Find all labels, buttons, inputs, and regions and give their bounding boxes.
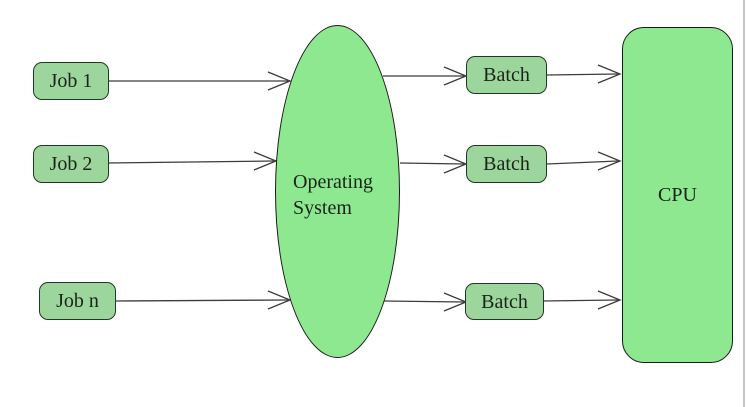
operating-system-label: Operating System: [293, 169, 373, 221]
arrow-batch2-to-cpu: [546, 151, 622, 171]
node-cpu: CPU: [622, 27, 733, 363]
node-batch-3-label: Batch: [481, 290, 528, 313]
page-edge-line: [743, 0, 745, 407]
node-cpu-label: CPU: [658, 184, 697, 206]
node-job-2: Job 2: [33, 145, 109, 183]
node-operating-system: Operating System: [275, 25, 400, 358]
node-job-n-label: Job n: [56, 290, 99, 312]
operating-system-label-line2: System: [293, 197, 352, 219]
arrow-jobn-to-os: [115, 290, 292, 310]
node-batch-2-label: Batch: [483, 153, 530, 175]
arrow-os-to-batch1: [383, 66, 468, 86]
node-batch-3: Batch: [465, 283, 544, 320]
node-job-n: Job n: [39, 282, 116, 320]
node-job-1-label: Job 1: [49, 70, 93, 92]
arrow-job1-to-os: [109, 71, 292, 91]
node-batch-1: Batch: [466, 56, 547, 94]
node-job-2-label: Job 2: [49, 153, 93, 175]
arrow-batch1-to-cpu: [546, 64, 622, 84]
arrow-job2-to-os: [108, 151, 278, 171]
arrow-os-to-batch3: [383, 292, 468, 312]
node-job-1: Job 1: [33, 62, 109, 100]
node-batch-2: Batch: [466, 145, 547, 183]
operating-system-label-line1: Operating: [293, 171, 373, 193]
arrow-batch3-to-cpu: [542, 290, 622, 310]
arrow-os-to-batch2: [399, 154, 468, 174]
node-batch-1-label: Batch: [483, 64, 530, 86]
